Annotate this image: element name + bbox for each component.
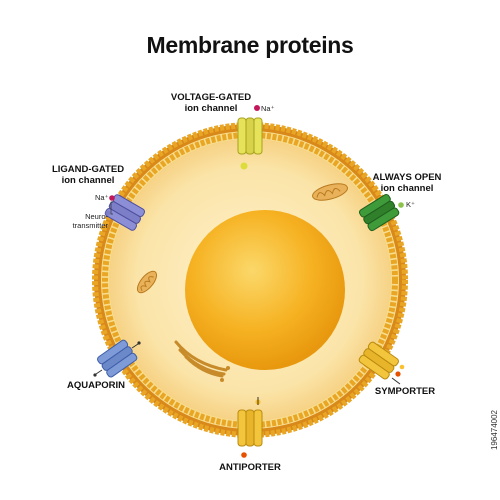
always-open-heading: ALWAYS OPEN <box>372 172 442 183</box>
ligand-gated-heading: LIGAND-GATED <box>51 164 125 175</box>
voltage-gated-label: VOLTAGE-GATED ion channel <box>170 92 252 114</box>
antiporter-label: ANTIPORTER <box>219 462 281 473</box>
always-open-ion: K⁺ <box>406 200 415 209</box>
stock-id: 196474002 <box>490 410 499 451</box>
symporter-icon <box>358 341 399 380</box>
stock-id-strip: 196474002 <box>484 0 500 500</box>
neurotransmitter-label: Neuro- transmitter <box>62 212 108 230</box>
always-open-subheading: ion channel <box>380 183 434 194</box>
nucleus <box>185 210 345 370</box>
mitochondrion-icon <box>312 183 348 201</box>
always-open-label: ALWAYS OPEN ion channel <box>366 172 448 194</box>
diagram-title: Membrane proteins <box>146 32 354 58</box>
golgi-apparatus-icon <box>174 340 230 382</box>
ligand-gated-ion: Na⁺ <box>95 193 109 202</box>
voltage-gated-channel-icon <box>237 105 263 170</box>
aquaporin-label: AQUAPORIN <box>66 380 126 391</box>
potassium-ion-icon <box>398 202 404 208</box>
voltage-gated-ion: Na⁺ <box>261 104 275 113</box>
aquaporin-icon <box>97 339 138 378</box>
neurotransmitter-line2: transmitter <box>72 221 108 230</box>
antiporter-icon <box>237 397 263 458</box>
neurotransmitter-icon <box>105 210 111 216</box>
ligand-gated-label: LIGAND-GATED ion channel <box>48 164 128 186</box>
neurotransmitter-line1: Neuro- <box>85 212 108 221</box>
symporter-label: SYMPORTER <box>374 386 436 397</box>
sodium-ion-icon <box>109 195 115 201</box>
always-open-channel-icon <box>359 193 400 232</box>
voltage-gated-subheading: ion channel <box>184 103 238 114</box>
ligand-gated-subheading: ion channel <box>61 175 115 186</box>
ligand-gated-channel-icon <box>104 194 145 231</box>
mitochondrion-icon <box>136 270 158 294</box>
voltage-gated-heading: VOLTAGE-GATED <box>170 92 252 103</box>
